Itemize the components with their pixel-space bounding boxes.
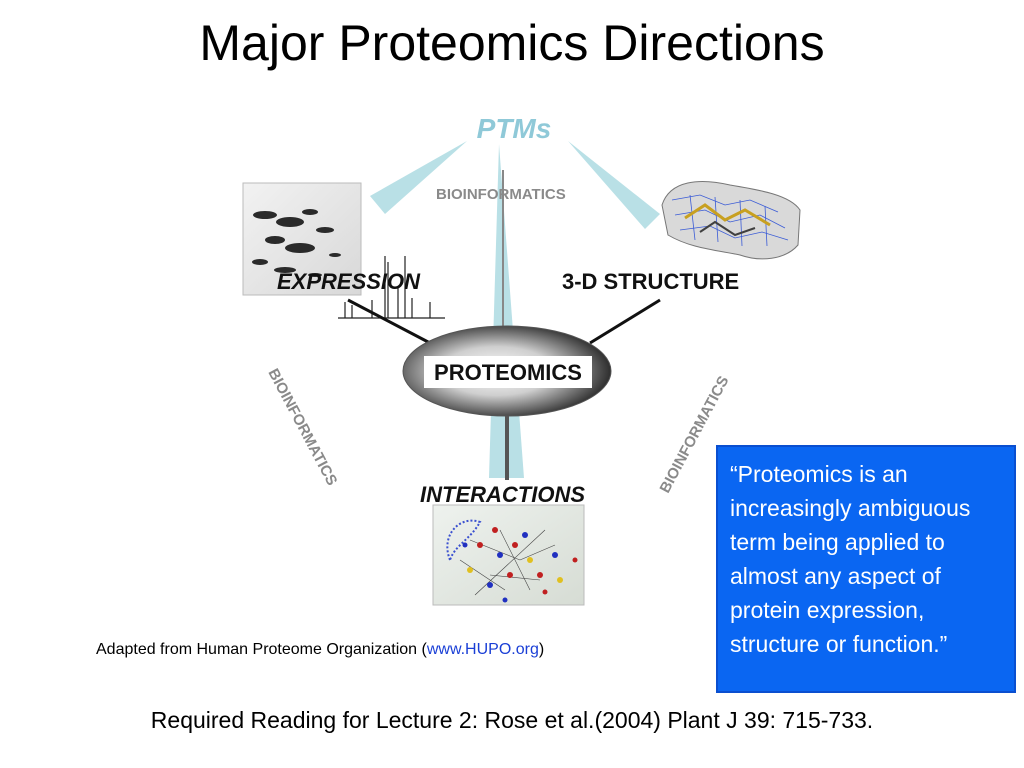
quote-box: “Proteomics is an increasingly ambiguous… — [716, 445, 1016, 693]
expression-label: EXPRESSION — [277, 269, 421, 294]
slide-title: Major Proteomics Directions — [199, 15, 825, 71]
proteomics-label: PROTEOMICS — [434, 360, 582, 385]
interactions-label: INTERACTIONS — [420, 482, 585, 507]
mass-spectrum-image — [338, 256, 445, 319]
bioinformatics-left-label: BIOINFORMATICS — [264, 366, 340, 489]
connector-expression — [347, 298, 431, 345]
bioinformatics-top-label: BIOINFORMATICS — [436, 186, 566, 203]
structure-3d-image — [661, 181, 801, 260]
caption-prefix: Adapted from Human Proteome Organization… — [96, 641, 427, 658]
ptm-beam-right — [568, 141, 660, 229]
required-reading: Required Reading for Lecture 2: Rose et … — [150, 707, 874, 733]
hupo-link[interactable]: www.HUPO.org — [426, 641, 539, 658]
interaction-network-image — [432, 504, 585, 606]
ptm-beam-left — [370, 141, 467, 214]
connector-structure — [589, 298, 661, 345]
proteomics-label-box — [424, 356, 592, 388]
expression-gel-image — [242, 182, 362, 296]
source-caption: Adapted from Human Proteome Organization… — [96, 641, 544, 659]
quote-text: “Proteomics is an increasingly ambiguous… — [730, 461, 971, 657]
caption-suffix: ) — [538, 641, 545, 658]
structure-label: 3-D STRUCTURE — [562, 269, 739, 294]
connector-lines — [347, 298, 661, 345]
ptms-label: PTMs — [477, 113, 552, 144]
